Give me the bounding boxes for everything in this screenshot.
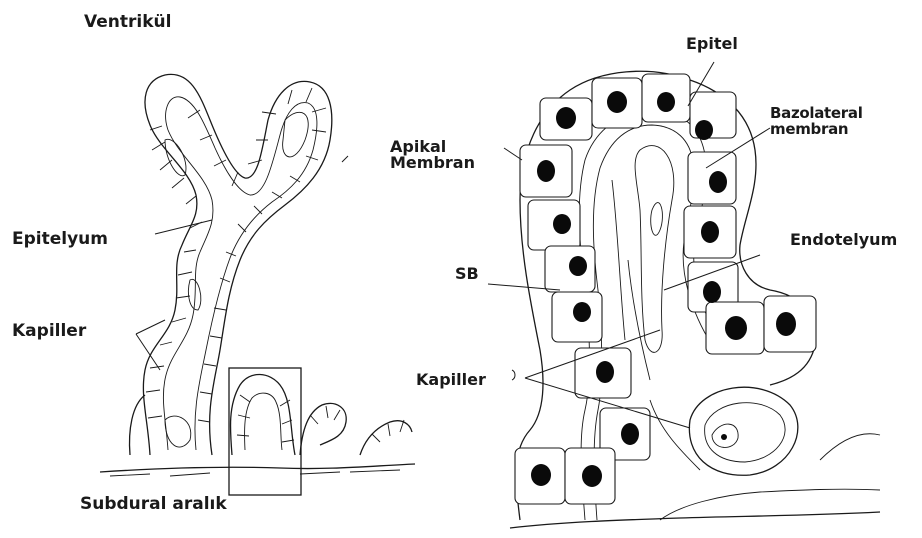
- cell-nucleus: [621, 423, 639, 445]
- cell-nucleus: [657, 92, 675, 112]
- left-small-villus-3: [360, 421, 412, 455]
- cell-nucleus: [596, 361, 614, 383]
- left-villus-drawing: [100, 74, 415, 495]
- leader-apical: [504, 148, 522, 160]
- label-apical-line2: Membran: [390, 155, 475, 171]
- cell-nucleus: [556, 107, 576, 129]
- left-small-villus-cells: [237, 395, 404, 442]
- leader-epithelium-left: [155, 220, 212, 234]
- right-capillary-lumen: [651, 203, 663, 236]
- label-ventricle: Ventrikül: [84, 14, 171, 31]
- cell-nucleus: [553, 214, 571, 234]
- cell-nucleus: [725, 316, 747, 340]
- cell-nucleus: [582, 465, 602, 487]
- left-ground-texture: [110, 470, 400, 476]
- right-base-tissue: [650, 400, 880, 520]
- label-capillary-right: Kapiller: [416, 372, 486, 388]
- left-villus-outer-contour: [143, 74, 331, 455]
- cell-nucleus: [531, 464, 551, 486]
- label-capillary-left: Kapiller: [12, 323, 86, 340]
- stray-mark-2: [512, 370, 515, 380]
- cell-nucleus: [537, 160, 555, 182]
- magnification-box: [229, 368, 301, 495]
- left-villus-interior-vessel-1: [283, 112, 309, 157]
- label-epithelium-right: Epitel: [686, 36, 738, 52]
- left-ground-line: [100, 464, 415, 472]
- cell-nucleus: [569, 256, 587, 276]
- leader-capillary-left-2: [136, 334, 160, 370]
- right-central-capillary: [635, 146, 674, 353]
- label-endothelium: Endotelyum: [790, 232, 897, 248]
- cell-nucleus: [573, 302, 591, 322]
- cell-nucleus: [776, 312, 796, 336]
- right-capillary-nucleus: [721, 434, 727, 440]
- left-small-villus-1: [230, 374, 295, 455]
- label-basolateral-line2: membran: [770, 122, 848, 137]
- cell-nucleus: [695, 120, 713, 140]
- label-epithelium-left: Epitelyum: [12, 231, 108, 248]
- cell-nucleus: [701, 221, 719, 243]
- label-sb: SB: [455, 266, 479, 282]
- label-subdural-space: Subdural aralık: [80, 496, 227, 513]
- right-lower-capillary-inner: [705, 403, 785, 462]
- cell-nucleus: [607, 91, 627, 113]
- cell-nucleus: [703, 281, 721, 303]
- leader-capillary-left-1: [136, 320, 165, 334]
- label-basolateral-line1: Bazolateral: [770, 106, 863, 121]
- cell-nucleus: [709, 171, 727, 193]
- left-villus-interior-vessel-4: [165, 416, 191, 447]
- stray-mark-1: [342, 156, 348, 162]
- left-lateral-fold: [130, 395, 145, 455]
- left-villus-cell-walls: [146, 88, 326, 422]
- right-ground-line: [510, 512, 880, 528]
